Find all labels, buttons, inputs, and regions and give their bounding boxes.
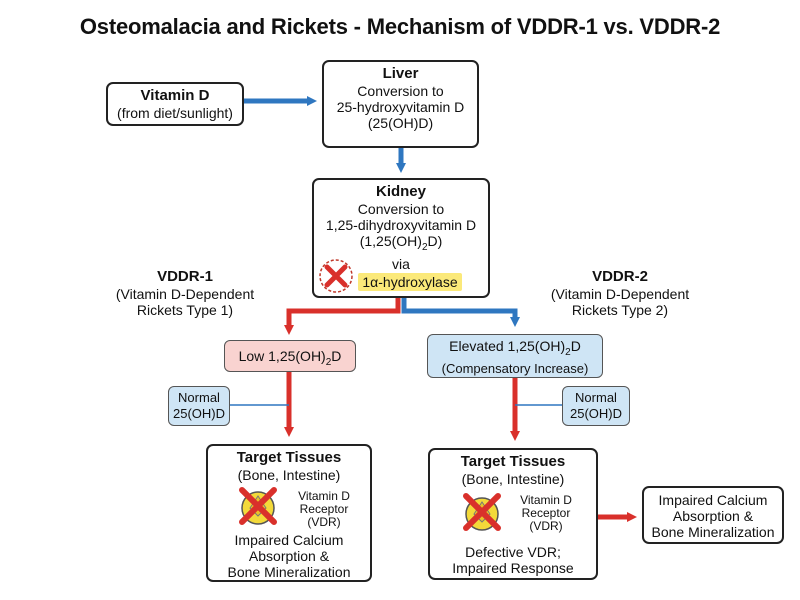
arrow-kidney-to-vddr2 — [401, 298, 520, 327]
vddr2-result-line2: Impaired Response — [452, 560, 574, 576]
vddr2-normal-box: Normal 25(OH)D — [562, 386, 630, 426]
kidney-line3: (1,25(OH)2D) — [359, 233, 443, 253]
vddr2-line2: Rickets Type 2) — [571, 302, 669, 318]
vddr1-heading: VDDR-1 — [157, 268, 213, 285]
vddr1-line1: (Vitamin D-Dependent — [115, 286, 255, 302]
vddr1-result-line2: Absorption & — [248, 548, 330, 564]
vitamin-d-heading: Vitamin D — [140, 87, 210, 104]
vddr2-target-line1: (Bone, Intestine) — [461, 471, 565, 487]
liver-line1: Conversion to — [357, 83, 444, 99]
vddr2-outcome-line3: Bone Mineralization — [651, 524, 775, 540]
vddr1-target-line1: (Bone, Intestine) — [237, 467, 341, 483]
vddr2-outcome-box: Impaired Calcium Absorption & Bone Miner… — [642, 486, 784, 544]
arrow-kidney-to-vddr1 — [284, 298, 401, 335]
vddr1-label: VDDR-1 (Vitamin D-Dependent Rickets Type… — [100, 268, 270, 318]
vddr1-receptor-label: Vitamin D Receptor (VDR) — [298, 489, 350, 529]
enzyme-label: 1α-hydroxylase — [358, 272, 462, 291]
kidney-heading: Kidney — [375, 183, 426, 200]
diagram-title: Osteomalacia and Rickets - Mechanism of … — [79, 14, 721, 39]
kidney-line1: Conversion to — [357, 201, 445, 217]
vddr2-target-box: Target Tissues (Bone, Intestine) Vitamin… — [428, 448, 598, 580]
liver-line3: (25(OH)D) — [367, 115, 434, 131]
vddr2-target-heading: Target Tissues — [460, 453, 566, 470]
vddr1-level-box: Low 1,25(OH)2D — [224, 340, 356, 372]
liver-heading: Liver — [382, 65, 419, 82]
kidney-box: Kidney Conversion to 1,25-dihydroxyvitam… — [312, 178, 490, 298]
vddr2-level-line2: (Compensatory Increase) — [441, 360, 589, 376]
vddr1-line2: Rickets Type 1) — [136, 302, 234, 318]
vddr1-target-heading: Target Tissues — [236, 449, 342, 466]
vddr2-line1: (Vitamin D-Dependent — [550, 286, 690, 302]
vddr2-level-line1: Elevated 1,25(OH)2D — [449, 338, 581, 358]
vitamin-d-source: (from diet/sunlight) — [117, 105, 233, 121]
vddr2-heading: VDDR-2 — [592, 268, 648, 285]
vddr2-receptor-icon — [463, 493, 501, 531]
vddr1-receptor-icon — [239, 487, 277, 525]
vddr2-result-line1: Defective VDR; — [465, 544, 561, 560]
vddr2-receptor-label: Vitamin D Receptor (VDR) — [520, 493, 572, 533]
vddr1-result-line3: Bone Mineralization — [227, 564, 351, 580]
vddr1-normal-box: Normal 25(OH)D — [168, 386, 230, 426]
vddr1-target-box: Target Tissues (Bone, Intestine) Vitamin… — [206, 444, 372, 582]
vddr2-outcome-line1: Impaired Calcium — [658, 492, 768, 508]
vitamin-d-box: Vitamin D (from diet/sunlight) — [106, 82, 244, 126]
x-mark-icon — [319, 259, 353, 293]
vddr2-label: VDDR-2 (Vitamin D-Dependent Rickets Type… — [535, 268, 705, 318]
vddr1-result-line1: Impaired Calcium — [234, 532, 344, 548]
kidney-line2: 1,25-dihydroxyvitamin D — [325, 217, 477, 233]
vddr2-level-box: Elevated 1,25(OH)2D (Compensatory Increa… — [427, 334, 603, 378]
kidney-line4: via — [392, 255, 410, 272]
liver-line2: 25-hydroxyvitamin D — [336, 99, 465, 115]
liver-box: Liver Conversion to 25-hydroxyvitamin D … — [322, 60, 479, 148]
vddr2-outcome-line2: Absorption & — [672, 508, 754, 524]
